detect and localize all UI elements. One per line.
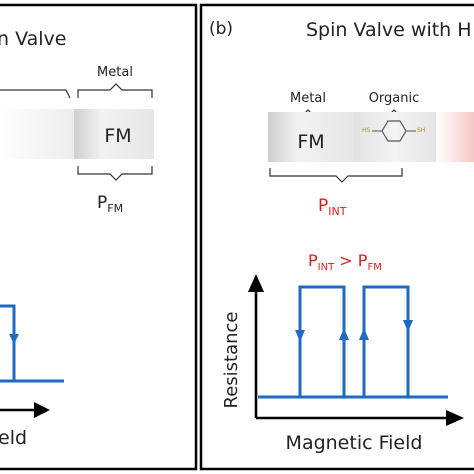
panel-b-y-axis-label: Resistance bbox=[221, 312, 242, 409]
panel-b-x-axis-label: Magnetic Field bbox=[286, 432, 423, 454]
panel-b-loop-right bbox=[362, 285, 410, 397]
panel-b-curve-arrows bbox=[295, 320, 413, 342]
panel-b-organic-layer bbox=[354, 112, 436, 162]
arrow-up-1 bbox=[339, 328, 349, 340]
panel-a-x-axis-label: eld bbox=[0, 427, 27, 449]
panel-b-title: Spin Valve with H bbox=[306, 19, 472, 41]
panel-a-curve bbox=[0, 304, 64, 383]
panel-a-left-layer bbox=[0, 109, 74, 159]
panel-b-red-layer bbox=[436, 112, 474, 162]
arrow-down-1 bbox=[295, 330, 305, 342]
panel-a-curve-arrow bbox=[9, 334, 19, 344]
molecule-sh-right: SH bbox=[417, 127, 425, 134]
panel-b-metal-label: Metal bbox=[290, 91, 326, 106]
panel-b-frame bbox=[199, 3, 474, 471]
panel-b-int-brace bbox=[269, 168, 403, 183]
panel-a-curve-line bbox=[0, 304, 64, 383]
panel-a-p-fm: PFM bbox=[97, 193, 123, 215]
panel-b-fm-block bbox=[268, 112, 354, 162]
panel-b-organic-label: Organic bbox=[369, 91, 420, 106]
panel-a-fm-label: FM bbox=[104, 125, 131, 147]
panel-a-fm-block bbox=[74, 109, 154, 159]
panel-b: (b) Spin Valve with H Metal Organic FM H… bbox=[199, 3, 474, 471]
panel-a-x-axis-arrow bbox=[34, 402, 50, 418]
panel-b-x-axis-arrow bbox=[446, 410, 464, 426]
panel-a-left-brace bbox=[0, 89, 71, 99]
panel-b-p-int: PINT bbox=[318, 196, 347, 218]
panel-b-comparison: PINT > PFM bbox=[308, 251, 382, 273]
panel-a: n Valve Metal FM PFM eld bbox=[0, 3, 198, 471]
arrow-up-2 bbox=[359, 328, 369, 340]
molecule-hs-left: HS bbox=[362, 127, 371, 134]
panel-a-fm-bottom-brace bbox=[77, 166, 153, 181]
panel-b-fm-label: FM bbox=[297, 131, 324, 153]
panel-b-tag: (b) bbox=[209, 19, 233, 39]
benzene-dithiol-molecule: HS SH bbox=[362, 120, 425, 142]
panel-b-loop-left bbox=[298, 285, 346, 397]
panel-a-metal-label: Metal bbox=[97, 65, 133, 80]
panel-b-y-axis-arrow bbox=[248, 274, 264, 292]
panel-a-fm-top-brace bbox=[77, 83, 153, 98]
panel-b-curve bbox=[258, 285, 448, 399]
panel-a-frame bbox=[0, 3, 198, 471]
panel-a-title: n Valve bbox=[0, 28, 66, 50]
arrow-down-2 bbox=[403, 320, 413, 332]
